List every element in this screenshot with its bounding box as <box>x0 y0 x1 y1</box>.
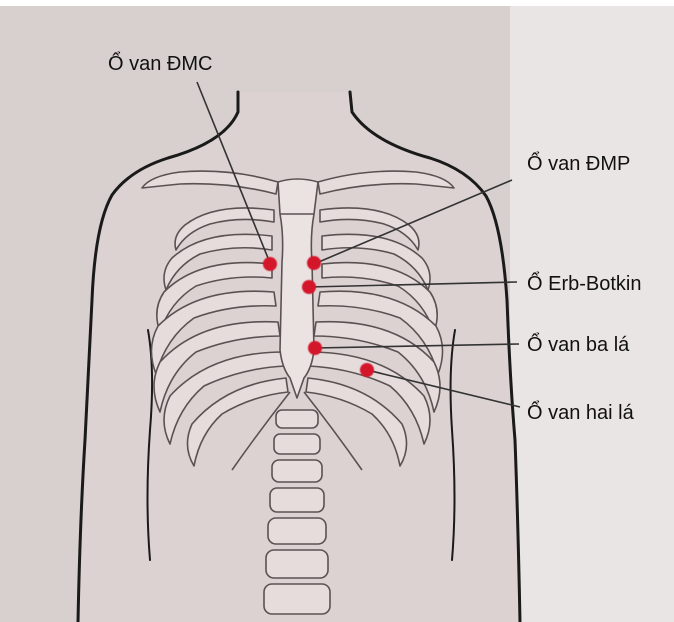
label-mitral: Ổ van hai lá <box>527 400 635 424</box>
label-aortic: Ổ van ĐMC <box>108 51 212 75</box>
label-pulmonary: Ổ van ĐMP <box>527 151 630 175</box>
point-erb <box>302 280 316 294</box>
spine <box>264 410 330 614</box>
point-pulmonary <box>307 256 321 270</box>
point-tricuspid <box>308 341 322 355</box>
label-tricuspid: Ổ van ba lá <box>527 332 630 356</box>
point-mitral <box>360 363 374 377</box>
paper-background-right <box>505 0 674 622</box>
label-erb: Ổ Erb-Botkin <box>527 271 641 295</box>
point-aortic <box>263 257 277 271</box>
